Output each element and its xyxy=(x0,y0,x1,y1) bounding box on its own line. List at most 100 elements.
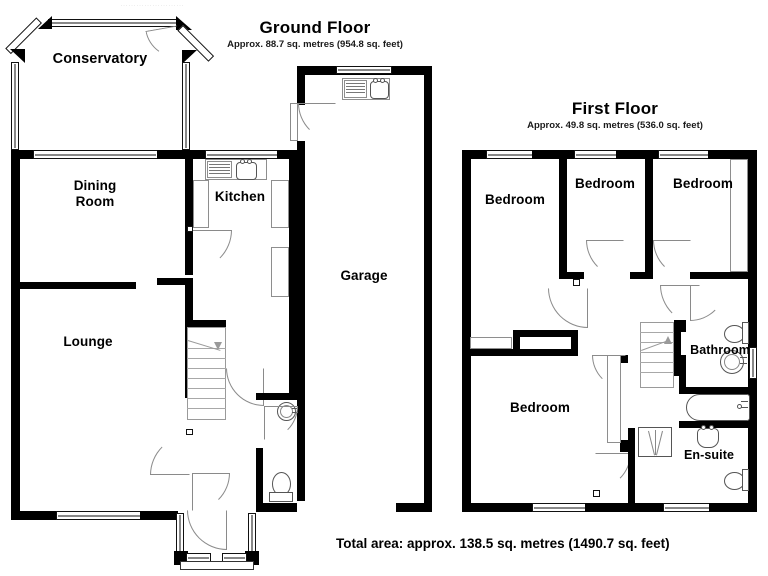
wall-wc-left-lower xyxy=(256,448,263,511)
bathroom-bath-tap-1 xyxy=(741,401,748,402)
porch-threshold xyxy=(180,561,254,570)
stair-tread xyxy=(187,348,226,349)
wall-master-bedroom-right xyxy=(620,440,628,452)
garage-drainer-line-2 xyxy=(346,86,365,87)
stair-tread-ff xyxy=(640,332,674,333)
wall-landing-stair-right xyxy=(674,320,681,376)
wall-ff-right xyxy=(748,150,757,512)
room-label-garage: Garage xyxy=(340,268,388,283)
wall-exterior-left xyxy=(11,150,20,520)
lounge-door-hinge xyxy=(186,429,193,435)
window-bedroom2-top xyxy=(574,150,618,159)
room-label-bathroom: Bathroom xyxy=(690,343,750,357)
wall-master-cupboard-bottom xyxy=(513,349,578,356)
bedroom3-door-swing xyxy=(653,240,691,278)
ensuite-toilet-cistern xyxy=(742,469,749,491)
wall-bathroom-bottom xyxy=(679,387,757,394)
ensuite-shower-line-1 xyxy=(655,430,656,455)
kitchen-base-unit-right xyxy=(271,180,289,228)
dining-hall-door-swing xyxy=(192,230,232,270)
garage-door-leaf xyxy=(290,103,298,141)
stair-tread xyxy=(187,388,226,389)
ground-floor-title-block: Ground Floor Approx. 88.7 sq. metres (95… xyxy=(190,18,440,51)
master-bedroom-door-hinge xyxy=(593,490,600,497)
kitchen-sink-bowl xyxy=(236,162,257,180)
room-label-kitchen: Kitchen xyxy=(214,189,266,204)
ground-floor-subtitle: Approx. 88.7 sq. metres (954.8 sq. feet) xyxy=(227,39,403,50)
stair-tread-ff xyxy=(640,362,674,363)
wall-exterior-bottom-left xyxy=(11,511,58,520)
window-dining-top xyxy=(33,150,158,159)
wall-ff-top-4 xyxy=(708,150,757,159)
wall-wc-top xyxy=(256,393,297,400)
bedroom1-door-swing xyxy=(548,288,588,328)
wall-master-cupboard-left xyxy=(513,330,520,356)
porch-window-left xyxy=(176,513,184,553)
wall-bedroom2-bottom-right xyxy=(630,272,653,279)
wall-garage-left-lower xyxy=(297,141,305,501)
conservatory-window-left xyxy=(11,62,19,150)
room-label-conservatory: Conservatory xyxy=(52,51,148,67)
wall-conservatory-bottom-right xyxy=(157,150,193,159)
lounge-door-swing xyxy=(150,435,190,475)
stair-arrow-head-ff xyxy=(664,336,672,344)
garage-drainer-line-4 xyxy=(346,92,365,93)
wall-master-bedroom-top-left xyxy=(462,349,516,356)
garage-drainer-line-3 xyxy=(346,89,365,90)
wall-ff-top-1 xyxy=(462,150,488,159)
bedroom1-door-hinge xyxy=(573,279,580,286)
wall-ff-top-3 xyxy=(616,150,660,159)
stair-tread-ff xyxy=(640,352,674,353)
stair-tread xyxy=(187,378,226,379)
kitchen-tap-left xyxy=(240,159,245,164)
room-label-bedroom-2: Bedroom xyxy=(575,176,635,191)
window-bedroom4-bottom xyxy=(532,503,587,512)
ensuite-door-swing xyxy=(690,285,726,321)
conservatory-window-right xyxy=(182,62,190,150)
first-floor-title: First Floor xyxy=(571,99,659,118)
ensuite-basin xyxy=(697,428,719,448)
room-label-bedroom-4: Bedroom xyxy=(510,400,570,415)
window-bedroom1-top xyxy=(486,150,534,159)
wall-ensuite-left xyxy=(628,428,635,512)
garage-tap-left xyxy=(373,78,378,83)
room-label-bedroom-3: Bedroom xyxy=(673,176,733,191)
wall-wc-bottom xyxy=(256,503,297,512)
room-label-lounge: Lounge xyxy=(63,334,113,349)
bedroom2-door-swing xyxy=(586,240,624,278)
garage-tap-right xyxy=(380,78,385,83)
conservatory-window-nw-diagonal xyxy=(5,17,43,55)
ensuite-tap-right xyxy=(709,425,714,430)
wall-bathroom-left-lower xyxy=(679,355,686,394)
porch-window-right xyxy=(248,513,256,553)
wall-stair-top xyxy=(186,320,226,327)
master-bedroom-door-swing-lower xyxy=(595,453,631,489)
room-label-ensuite: En-suite xyxy=(683,448,735,462)
conservatory-corner-west xyxy=(10,49,25,63)
bedroom3-wardrobe xyxy=(730,159,748,272)
wall-ff-bottom-3 xyxy=(709,503,757,512)
conservatory-window-top xyxy=(48,19,178,27)
wall-kitchen-right xyxy=(289,150,297,400)
garage-door-swing xyxy=(298,103,336,141)
ground-floor-title: Ground Floor xyxy=(259,18,371,37)
kitchen-base-unit-left xyxy=(193,180,209,228)
stair-tread xyxy=(187,358,226,359)
ensuite-tap-left xyxy=(701,425,706,430)
bathroom-basin-tap-2 xyxy=(740,363,747,364)
window-lounge-bottom xyxy=(56,511,142,520)
master-bedroom-door-swing xyxy=(592,355,626,389)
wall-ff-bottom-1 xyxy=(462,503,534,512)
wall-bedroom2-bottom xyxy=(559,272,584,279)
wall-bedroom3-bottom-right xyxy=(690,272,757,279)
first-floor-title-block: First Floor Approx. 49.8 sq. metres (536… xyxy=(495,99,735,132)
wc-toilet-cistern xyxy=(269,492,293,502)
wall-garage-left xyxy=(297,66,305,105)
total-area-text: Total area: approx. 138.5 sq. metres (14… xyxy=(336,536,670,551)
first-floor-subtitle: Approx. 49.8 sq. metres (536.0 sq. feet) xyxy=(527,120,703,131)
room-label-bedroom-1: Bedroom xyxy=(485,192,545,207)
wall-ff-top-2 xyxy=(532,150,576,159)
stair-arrow-head xyxy=(214,342,222,350)
wall-ff-left xyxy=(462,150,471,512)
